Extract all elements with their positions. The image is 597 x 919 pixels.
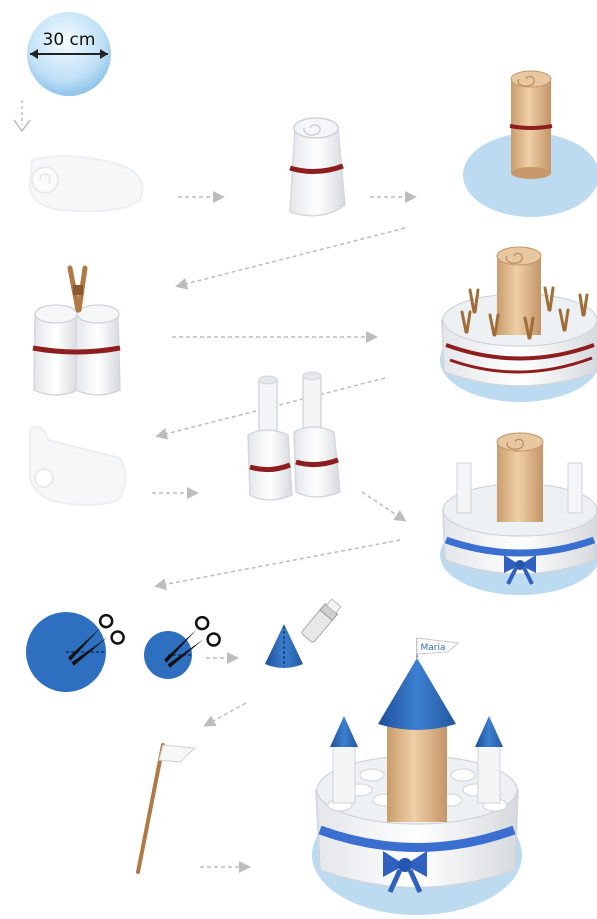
large-blue-circle — [26, 612, 106, 692]
rolls-with-inserts — [248, 372, 340, 500]
flag-on-stick — [138, 745, 195, 872]
clipped-roll-pair — [33, 268, 120, 395]
tube-on-base — [463, 71, 597, 217]
first-tier-with-pegs — [440, 247, 597, 402]
arrow-back — [178, 228, 405, 286]
rolled-diaper — [290, 118, 345, 216]
folded-diaper — [30, 427, 126, 505]
second-tier-with-ribbon — [440, 433, 597, 595]
arrow-back — [157, 540, 400, 586]
glue-stick-icon — [301, 598, 343, 644]
flat-diaper — [30, 156, 143, 211]
arrow-diag-right — [362, 492, 404, 520]
base-measure-step: 30 cm — [27, 12, 111, 96]
arrow-down — [14, 100, 30, 131]
arrow-back — [206, 703, 246, 725]
paper-cone — [265, 624, 303, 668]
measure-label: 30 cm — [43, 30, 96, 50]
flag-label: Maria — [421, 643, 446, 653]
finished-castle: Maria — [312, 638, 522, 915]
